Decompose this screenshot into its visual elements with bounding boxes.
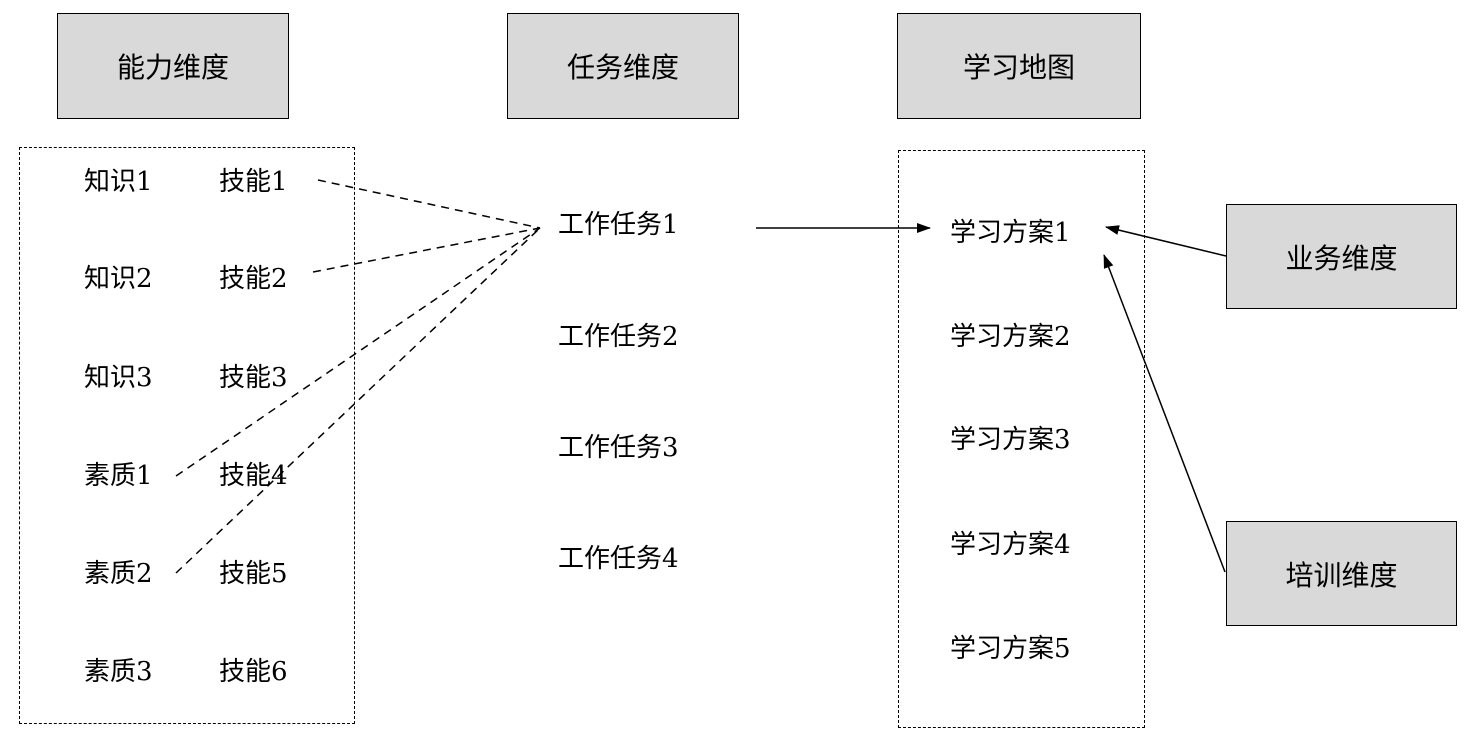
task-1: 工作任务1 [558,210,679,240]
learning-plan-3: 学习方案3 [950,425,1071,455]
knowledge-3: 知识3 [84,363,153,393]
learning-plan-1: 学习方案1 [950,218,1071,248]
knowledge-2: 知识2 [84,264,153,294]
skill-1: 技能1 [219,167,288,197]
business-dimension-label: 业务维度 [1285,241,1398,275]
training-dimension-label: 培训维度 [1285,558,1398,592]
header-ability-dimension: 能力维度 [57,13,289,119]
skill-5: 技能5 [219,559,288,589]
skill-2: 技能2 [219,264,288,294]
quality-1: 素质1 [84,461,153,491]
learning-plan-5: 学习方案5 [950,634,1071,664]
quality-3: 素质3 [84,657,153,687]
header-task-dimension: 任务维度 [507,13,739,119]
link-quality1-task1 [175,227,541,477]
header-ability-label: 能力维度 [116,51,229,84]
link-quality2-task1 [175,227,541,574]
task-4: 工作任务4 [558,544,679,574]
learning-plan-2: 学习方案2 [950,322,1071,352]
task-3: 工作任务3 [558,433,679,463]
skill-4: 技能4 [219,461,288,491]
box-business-dimension: 业务维度 [1226,204,1457,309]
knowledge-1: 知识1 [84,167,153,197]
ability-items-group [19,147,355,724]
skill-3: 技能3 [219,363,288,393]
learning-plans-group [898,150,1145,728]
header-learning-map: 学习地图 [897,13,1141,119]
link-skill2-task1 [312,227,541,273]
task-2: 工作任务2 [558,322,679,352]
header-task-label: 任务维度 [566,51,679,84]
quality-2: 素质2 [84,559,153,589]
arrow-training-to-plan1 [1103,254,1226,573]
box-training-dimension: 培训维度 [1226,521,1457,626]
link-skill1-task1 [317,179,541,229]
arrow-business-to-plan1 [1105,225,1227,257]
learning-plan-4: 学习方案4 [950,530,1071,560]
header-learning-map-label: 学习地图 [962,51,1075,84]
skill-6: 技能6 [219,657,288,687]
